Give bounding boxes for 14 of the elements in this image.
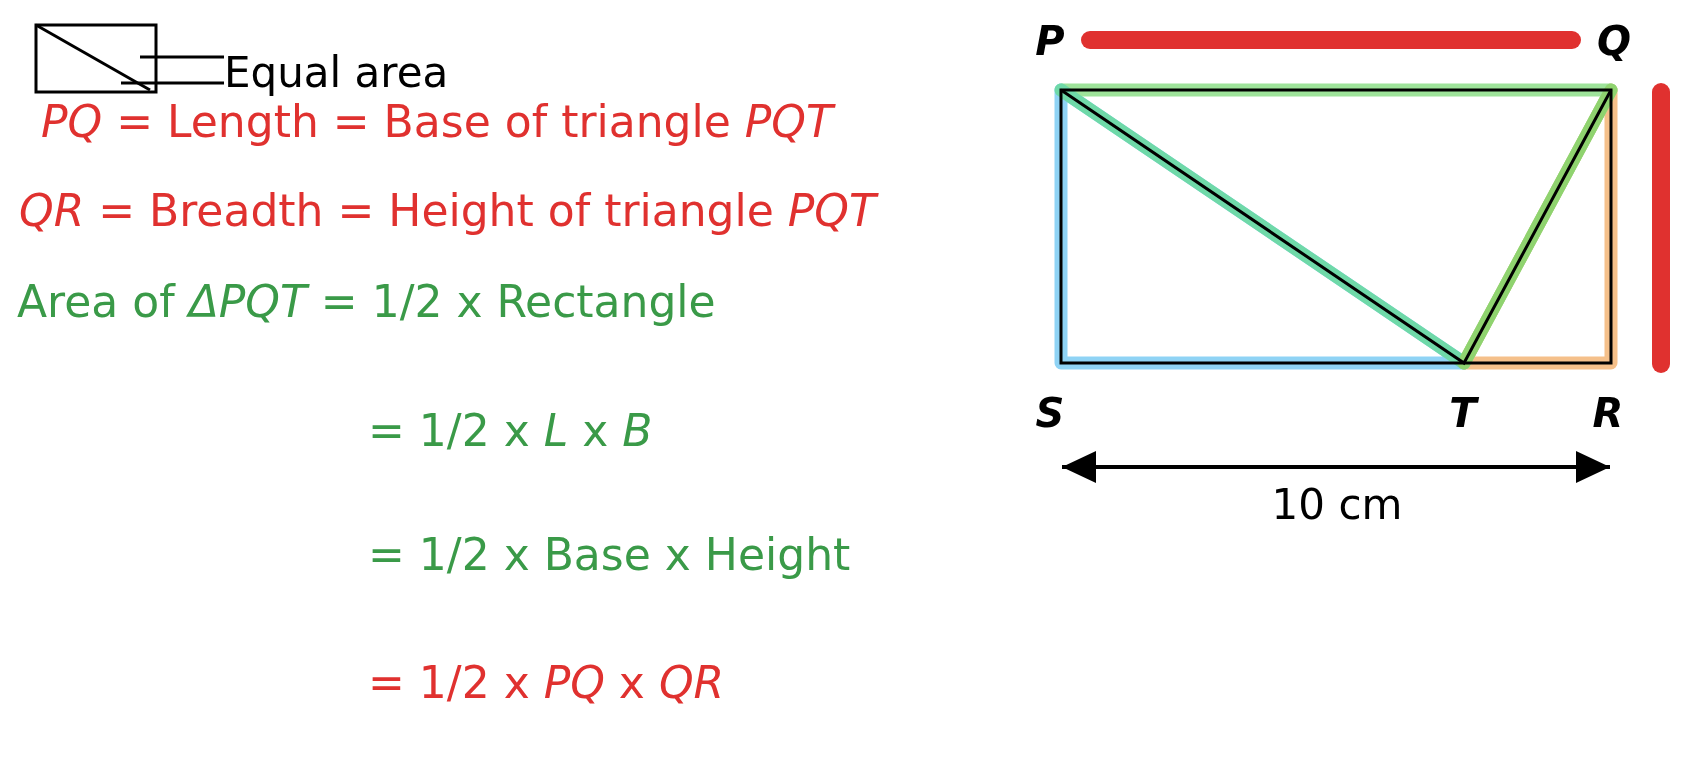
vertex-label: Q	[1597, 21, 1631, 61]
vertex-label: P	[1035, 21, 1065, 61]
leader-line	[140, 55, 224, 59]
rectangle-icon	[34, 23, 158, 94]
dimension-label: 10 cm	[1271, 484, 1403, 526]
equation-text: Area of ΔPQT = 1/2 x Rectangle	[17, 280, 716, 324]
vertex-label: T	[1449, 393, 1477, 433]
equation-text: = 1/2 x L x B	[368, 409, 653, 453]
annotation-text: Equal area	[224, 52, 449, 94]
vertex-label: S	[1035, 393, 1065, 433]
equation-text: = 1/2 x Base x Height	[368, 533, 851, 577]
vertex-label: R	[1592, 393, 1624, 433]
equation-text: = 1/2 x PQ x QR	[368, 661, 725, 705]
leader-line	[121, 81, 224, 85]
